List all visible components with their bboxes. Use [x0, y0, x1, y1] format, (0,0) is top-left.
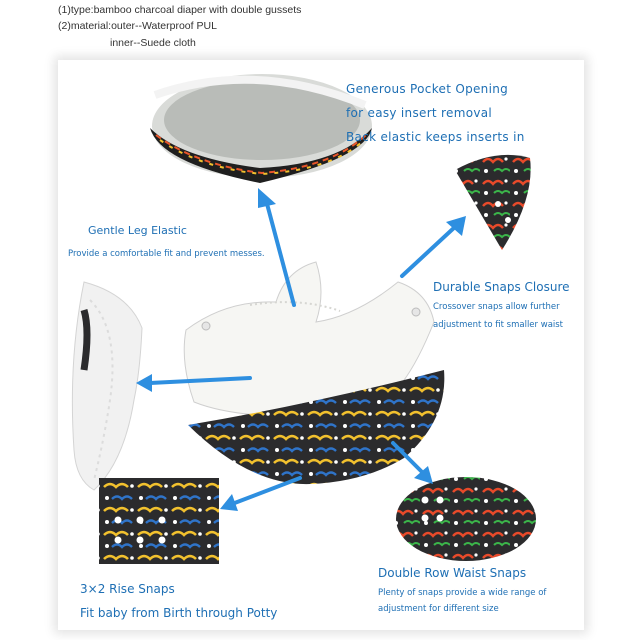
callout-waist-desc1: Plenty of snaps provide a wide range of	[378, 588, 547, 598]
callout-rise-line1: 3×2 Rise Snaps	[80, 582, 175, 596]
arrow-to-waist-icon	[391, 441, 433, 484]
callout-waist-title: Double Row Waist Snaps	[378, 566, 527, 580]
arrow-to-snap-icon	[400, 216, 466, 278]
callout-snaps-desc2: adjustment to fit smaller waist	[433, 320, 564, 330]
arrow-to-rise-icon	[220, 476, 302, 511]
callout-snaps-desc1: Crossover snaps allow further	[433, 302, 560, 312]
callout-pocket-line3: Back elastic keeps inserts in	[346, 130, 525, 144]
spec-type: (1)type:bamboo charcoal diaper with doub…	[58, 4, 302, 16]
pocket-opening-image	[150, 74, 372, 183]
callout-waist-desc2: adjustment for different size	[378, 604, 499, 614]
waist-snaps-image	[396, 477, 536, 561]
leg-elastic-image	[71, 281, 143, 491]
callout-pocket-line2: for easy insert removal	[346, 106, 493, 120]
callout-pocket-line1: Generous Pocket Opening	[346, 82, 509, 96]
snap-closure-image	[455, 154, 531, 250]
callout-rise-line2: Fit baby from Birth through Potty	[80, 606, 278, 620]
diaper-outer-image	[188, 370, 445, 485]
spec-material-outer: (2)material:outer--Waterproof PUL	[58, 20, 217, 32]
callout-leg-title: Gentle Leg Elastic	[88, 224, 187, 237]
callout-leg-desc: Provide a comfortable fit and prevent me…	[68, 249, 265, 259]
rise-snaps-image	[99, 478, 219, 564]
arrow-to-leg-icon	[136, 374, 252, 392]
arrow-to-pocket-icon	[258, 188, 296, 307]
spec-material-inner: inner--Suede cloth	[110, 37, 196, 49]
callout-snaps-title: Durable Snaps Closure	[433, 280, 570, 294]
